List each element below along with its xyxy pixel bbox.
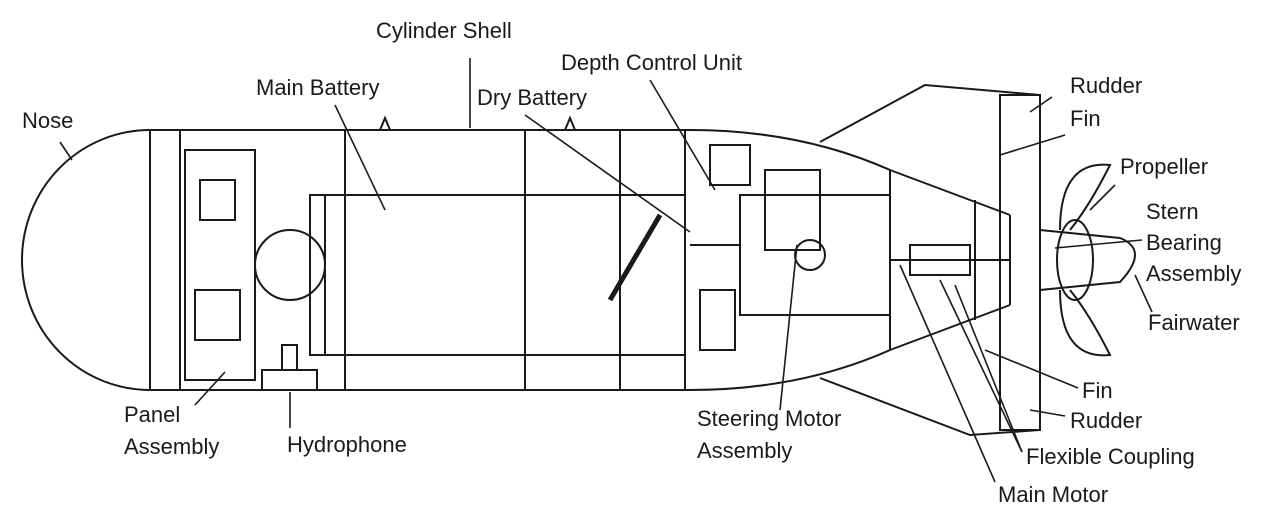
propeller-assembly xyxy=(1039,163,1136,357)
label-cylinder-shell: Cylinder Shell xyxy=(376,18,512,43)
label-stern-bearing-3: Assembly xyxy=(1146,261,1242,286)
main-battery-body xyxy=(309,194,686,356)
label-depth-control-unit: Depth Control Unit xyxy=(561,50,742,75)
label-rudder-top: Rudder xyxy=(1070,73,1143,98)
control-section xyxy=(379,115,1010,351)
label-fin-bottom: Fin xyxy=(1082,378,1113,403)
label-main-battery: Main Battery xyxy=(256,75,380,100)
hull-outline xyxy=(21,129,1011,391)
label-panel-assembly-1: Panel xyxy=(124,402,181,427)
label-flexible-coupling: Flexible Coupling xyxy=(1026,444,1195,469)
label-fairwater: Fairwater xyxy=(1148,310,1240,335)
leader-lines xyxy=(59,58,1153,483)
label-stern-bearing-1: Stern xyxy=(1146,199,1199,224)
label-steering-motor-2: Assembly xyxy=(697,438,793,463)
label-stern-bearing-2: Bearing xyxy=(1146,230,1222,255)
label-dry-battery: Dry Battery xyxy=(477,85,588,110)
label-fin-top: Fin xyxy=(1070,106,1101,131)
panel-assembly-body xyxy=(184,149,326,391)
bulkheads xyxy=(179,130,976,390)
label-nose: Nose xyxy=(22,108,74,133)
label-panel-assembly-2: Assembly xyxy=(124,434,220,459)
label-propeller: Propeller xyxy=(1120,154,1209,179)
label-main-motor: Main Motor xyxy=(998,482,1109,507)
fins xyxy=(819,83,1041,437)
label-rudder-bottom: Rudder xyxy=(1070,408,1143,433)
label-hydrophone: Hydrophone xyxy=(287,432,407,457)
label-steering-motor-1: Steering Motor xyxy=(697,406,842,431)
